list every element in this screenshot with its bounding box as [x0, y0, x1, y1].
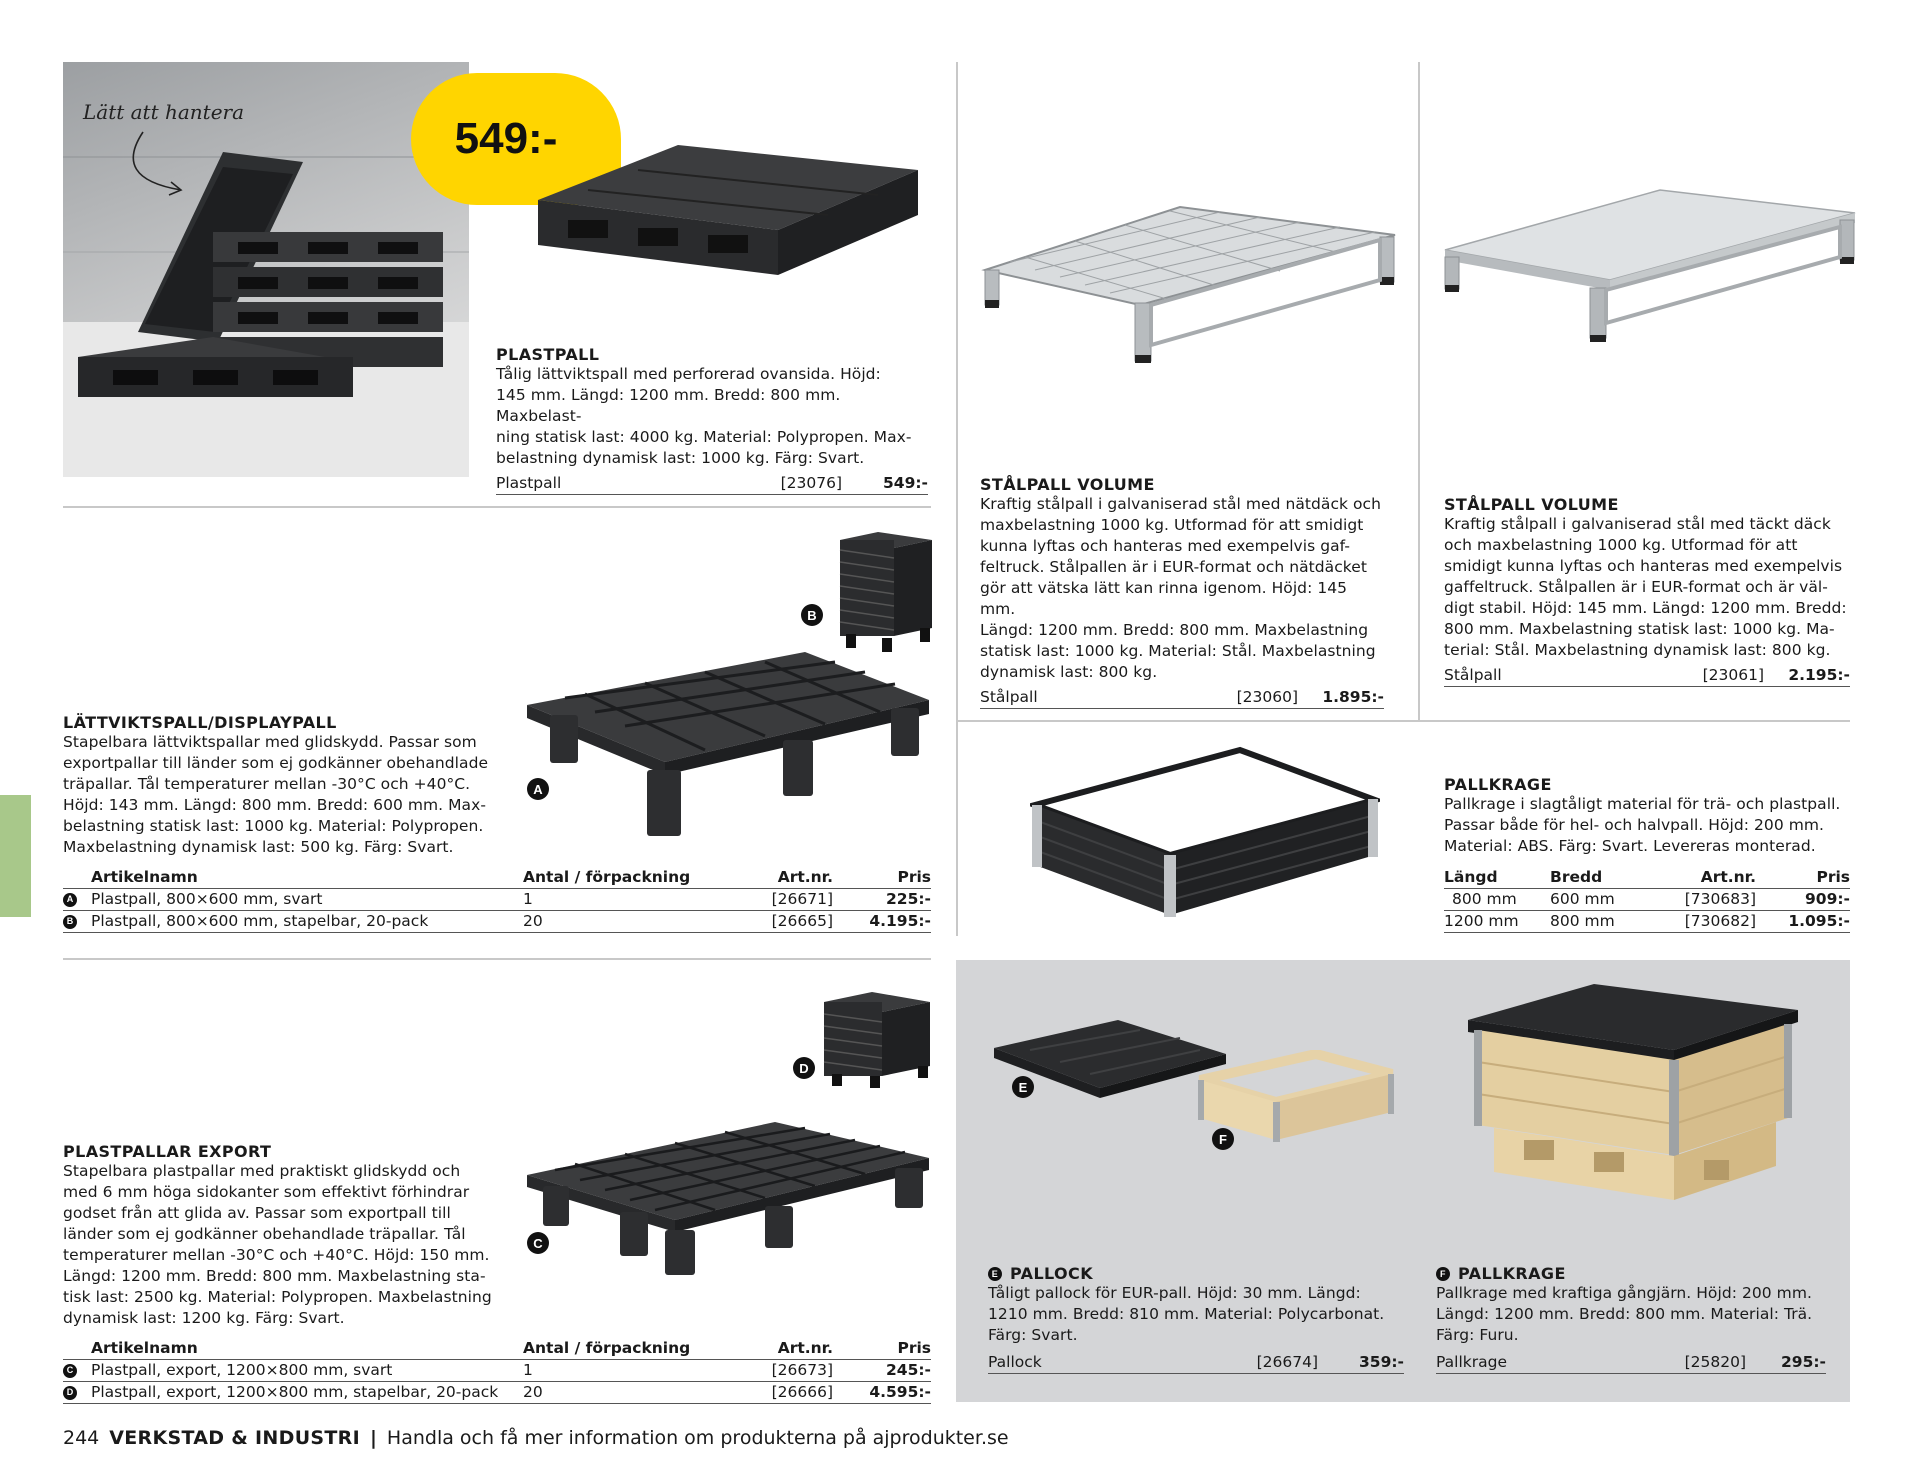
stalpall2-desc: Kraftig stålpall i galvaniserad stål med…: [1444, 515, 1847, 659]
stalpall1-desc: Kraftig stålpall i galvaniserad stål med…: [980, 495, 1382, 681]
footer-separator: |: [369, 1427, 377, 1449]
marker-f: F: [1436, 1266, 1450, 1281]
exportpall-c-image: [527, 1122, 929, 1275]
stalpall2-price-row: Stålpall [23061] 2.195:-: [1444, 665, 1850, 687]
section-divider: [63, 958, 931, 960]
lattvikt-table: Artikelnamn Antal / förpackning Art.nr. …: [63, 867, 931, 933]
pallkrage2-title-row: F PALLKRAGE: [1436, 1264, 1826, 1283]
section-divider: [956, 720, 1850, 722]
table-header: Artikelnamn Antal / förpackning Art.nr. …: [63, 1338, 931, 1360]
lattvikt-title: LÄTTVIKTSPALL/DISPLAYPALL: [63, 713, 337, 732]
section-divider: [63, 506, 931, 508]
section-tab: [0, 795, 31, 917]
pallkrage2-price-row: Pallkrage [25820] 295:-: [1436, 1352, 1826, 1374]
footer-link-text[interactable]: Handla och få mer information om produkt…: [386, 1427, 1009, 1449]
pallkrage2-title: PALLKRAGE: [1458, 1264, 1566, 1283]
pallkrage1-table: Längd Bredd Art.nr. Pris 800 mm 600 mm […: [1444, 867, 1850, 933]
hero-photo: Lätt att hantera: [63, 62, 469, 477]
pallkrage1-section: PALLKRAGE Pallkrage i slagtåligt materia…: [1444, 775, 1850, 857]
marker-e-image: E: [1012, 1076, 1034, 1098]
handwritten-note: Lätt att hantera: [83, 100, 245, 124]
plastpall-desc: Tålig lättviktspall med perforerad ovans…: [496, 365, 912, 467]
lattvikt-section: LÄTTVIKTSPALL/DISPLAYPALL Stapelbara lät…: [63, 713, 503, 858]
price-badge: 549:-: [411, 73, 621, 205]
export-table: Artikelnamn Antal / förpackning Art.nr. …: [63, 1338, 931, 1404]
marker-a: A: [527, 778, 549, 800]
pallkrage-abs-image: [1030, 746, 1380, 917]
pallock-title: PALLOCK: [1010, 1264, 1094, 1283]
stalpall2-section: STÅLPALL VOLUME Kraftig stålpall i galva…: [1444, 495, 1850, 687]
column-divider: [1418, 62, 1420, 720]
pallkrage-crate-image: [1468, 984, 1798, 1200]
stacked-pallets-d-image: [823, 992, 930, 1088]
column-divider: [956, 62, 958, 936]
table-row: 1200 mm 800 mm [730682] 1.095:-: [1444, 911, 1850, 933]
export-title: PLASTPALLAR EXPORT: [63, 1142, 272, 1161]
pallock-price-row: Pallock [26674] 359:-: [988, 1352, 1404, 1374]
export-section: PLASTPALLAR EXPORT Stapelbara plastpalla…: [63, 1142, 503, 1329]
export-desc: Stapelbara plastpallar med praktiskt gli…: [63, 1162, 492, 1327]
marker-e: E: [988, 1266, 1002, 1281]
stalpall-covered-image: [1444, 189, 1856, 342]
plastpall-title: PLASTPALL: [496, 345, 600, 364]
marker-f-image: F: [1212, 1128, 1234, 1150]
stacked-pallets-b-image: [839, 532, 932, 652]
footer-section: VERKSTAD & INDUSTRI: [109, 1427, 360, 1449]
wood-frame-image: [1198, 1050, 1394, 1142]
pallock-image: [994, 1020, 1226, 1098]
table-header: Artikelnamn Antal / förpackning Art.nr. …: [63, 867, 931, 889]
pallkrage2-section: F PALLKRAGE Pallkrage med kraftiga gångjä…: [1436, 1264, 1826, 1374]
marker-c: C: [527, 1232, 549, 1254]
stalpall1-price-row: Stålpall [23060] 1.895:-: [980, 687, 1384, 709]
marker-b: B: [801, 604, 823, 626]
accessories-panel: E F E PALLOCK Tåligt pallock för EUR-pall…: [956, 960, 1850, 1402]
page-footer: 244 VERKSTAD & INDUSTRI | Handla och få …: [63, 1427, 1009, 1449]
pallock-desc: Tåligt pallock för EUR-pall. Höjd: 30 mm…: [988, 1284, 1385, 1344]
lattviktspall-a-image: [527, 652, 929, 836]
pallock-section: E PALLOCK Tåligt pallock för EUR-pall. Hö…: [988, 1264, 1404, 1374]
stalpall1-section: STÅLPALL VOLUME Kraftig stålpall i galva…: [980, 475, 1384, 709]
plastpall-section: PLASTPALL Tålig lättviktspall med perfor…: [496, 345, 928, 495]
stalpall1-title: STÅLPALL VOLUME: [980, 475, 1155, 494]
plastpall-image: [538, 145, 918, 275]
lattvikt-desc: Stapelbara lättviktspallar med glidskydd…: [63, 733, 489, 856]
table-header: Längd Bredd Art.nr. Pris: [1444, 867, 1850, 889]
pallkrage1-desc: Pallkrage i slagtåligt material för trä-…: [1444, 795, 1841, 855]
pallock-title-row: E PALLOCK: [988, 1264, 1404, 1283]
plastpall-price-row: Plastpall [23076] 549:-: [496, 473, 928, 495]
stalpall2-title: STÅLPALL VOLUME: [1444, 495, 1619, 514]
pallkrage1-title: PALLKRAGE: [1444, 775, 1552, 794]
page-number: 244: [63, 1427, 100, 1449]
table-row: 800 mm 600 mm [730683] 909:-: [1444, 889, 1850, 911]
marker-d: D: [793, 1057, 815, 1079]
pallkrage2-desc: Pallkrage med kraftiga gångjärn. Höjd: 2…: [1436, 1284, 1813, 1344]
stalpall-mesh-image: [981, 205, 1396, 363]
price-badge-text: 549:-: [454, 114, 558, 163]
